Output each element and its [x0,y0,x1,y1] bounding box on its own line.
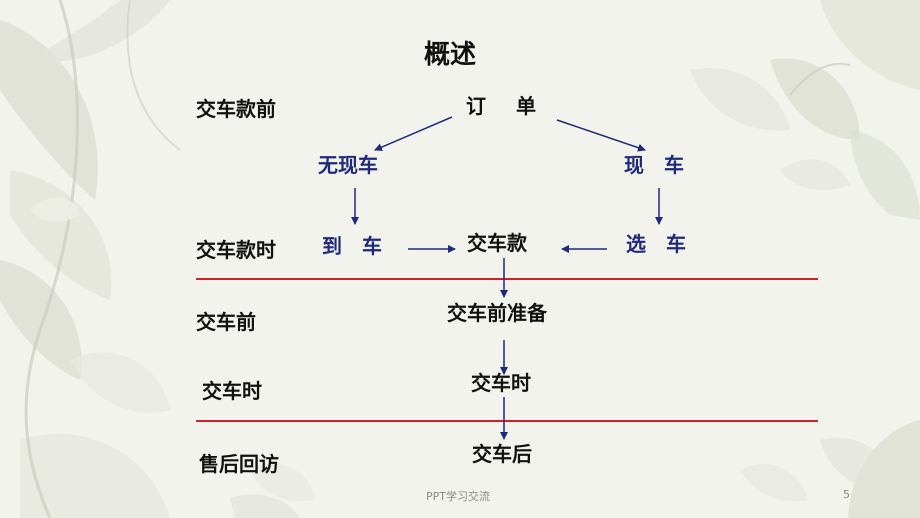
node-selection: 选 车 [626,232,686,256]
node-after-delivery: 交车后 [472,442,532,466]
node-order-part-2: 单 [516,94,536,118]
stage-label-before-delivery: 交车前 [196,310,256,334]
node-arrival: 到 车 [322,234,382,258]
node-no-stock: 无现车 [318,153,378,177]
stage-label-during-payment: 交车款时 [196,238,276,262]
stage-label-during-delivery: 交车时 [202,379,262,403]
node-in-stock: 现 车 [624,153,684,177]
stage-label-after-sales: 售后回访 [199,452,279,476]
node-order: 订单 [466,96,536,116]
stage-label-before-payment: 交车款前 [196,97,276,121]
slide-footer: PPT学习交流 [426,490,490,503]
page-number: 5 [843,488,850,501]
arrow-order-to-in-stock [556,119,646,152]
node-order-part-1: 订 [466,94,486,118]
node-payment: 交车款 [467,231,527,255]
arrow-order-to-no-stock [374,116,453,151]
slide-title: 概述 [424,40,477,70]
node-delivery-prep: 交车前准备 [447,301,547,325]
node-delivery: 交车时 [471,371,531,395]
